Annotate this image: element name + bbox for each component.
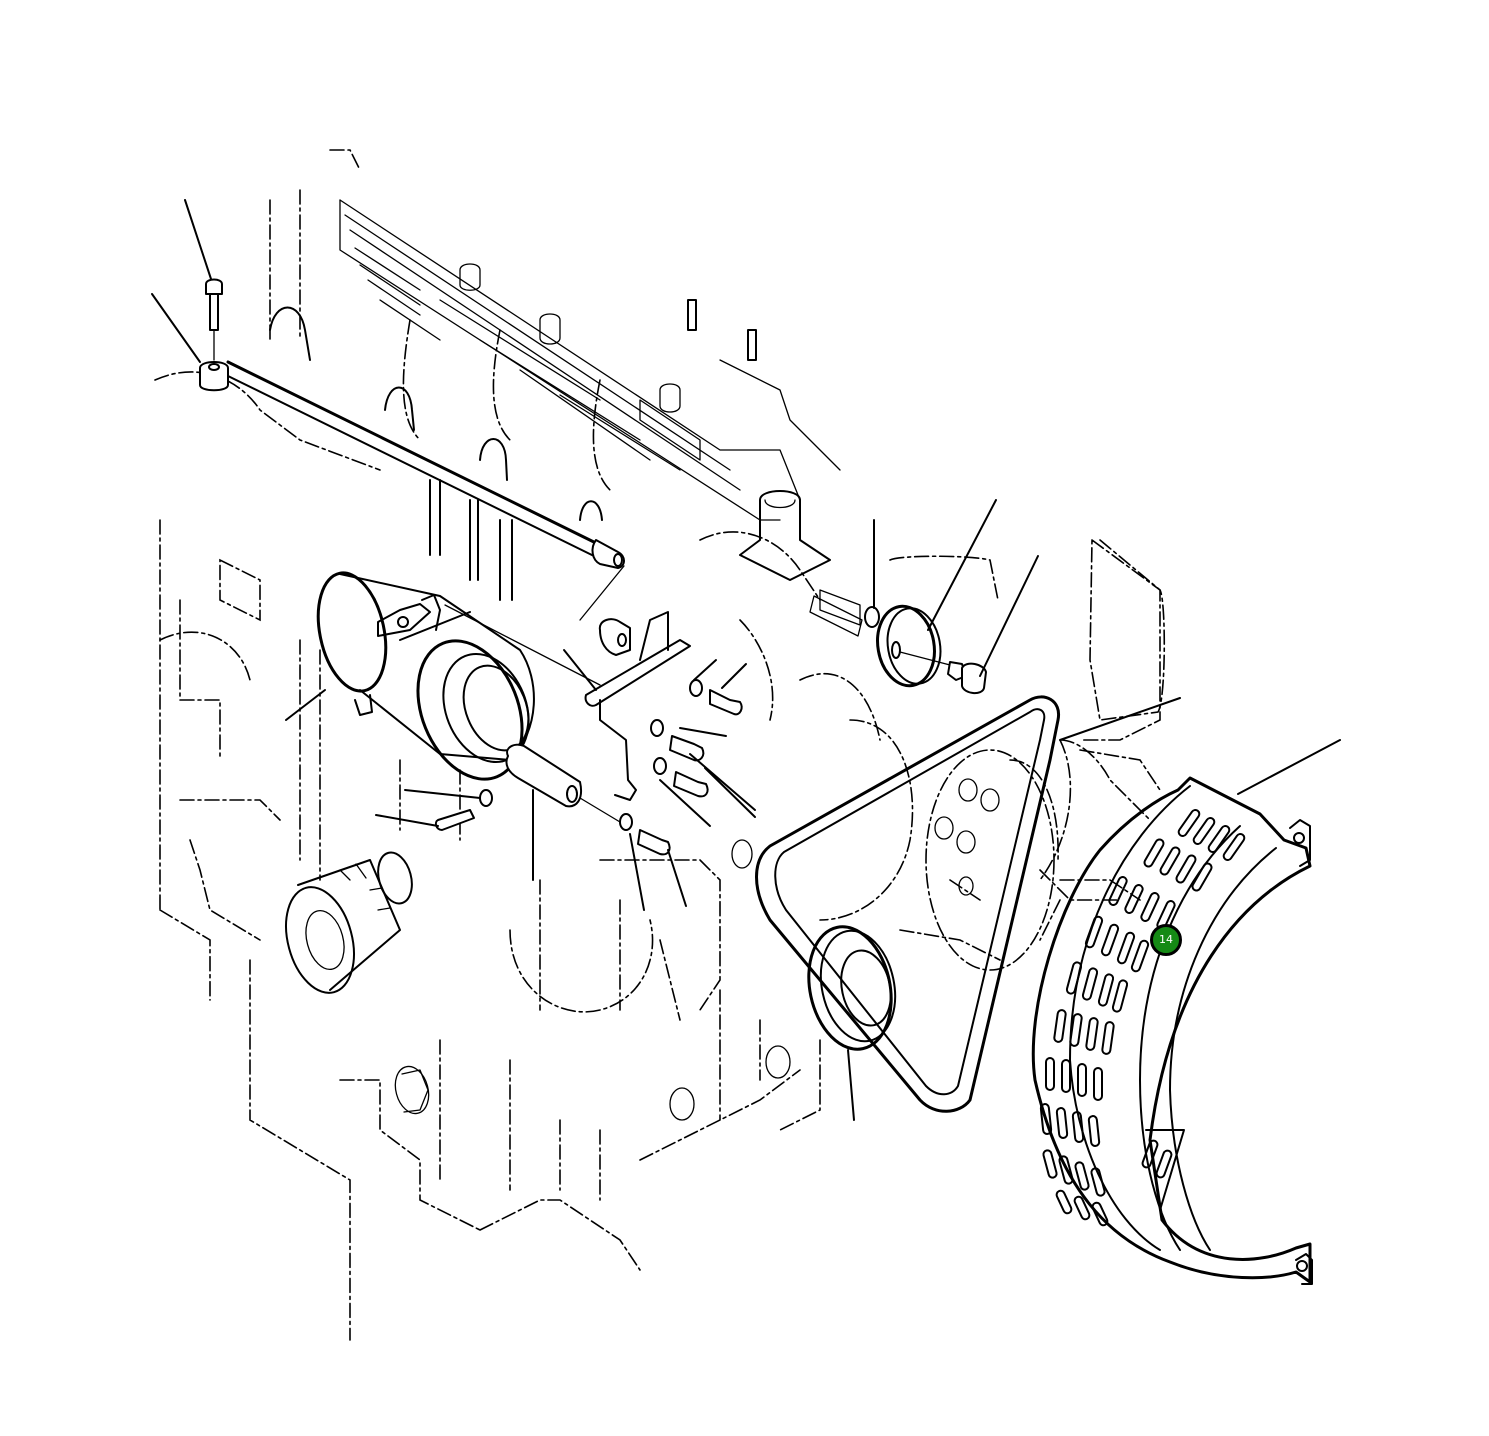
engine-block [154, 149, 1161, 1341]
idler-pulley [809, 499, 1039, 694]
oil-filter [285, 851, 413, 994]
thermostat-housing [739, 490, 861, 626]
leader-line [689, 753, 756, 811]
cylinder-head-cover [339, 199, 841, 521]
leader-line [721, 663, 747, 689]
leader-line [679, 727, 727, 737]
injector-lines [269, 306, 603, 601]
leader-line [629, 833, 645, 911]
mounting-bolts [375, 659, 756, 911]
leader-line [927, 499, 997, 631]
leader-line [704, 767, 756, 818]
leader-line [1059, 697, 1181, 741]
leader-line [404, 789, 481, 799]
leader-line [184, 199, 213, 283]
leader-line [375, 814, 439, 827]
callout-badge-14[interactable]: 14 [1150, 924, 1182, 956]
alternator [285, 571, 601, 781]
leader-line [693, 659, 717, 681]
leader-line [151, 293, 201, 363]
fan-shroud [1031, 739, 1341, 1285]
leader-line [979, 555, 1039, 677]
leader-line [847, 1049, 855, 1121]
lower-bolts [394, 839, 791, 1121]
leader-line [659, 779, 711, 827]
leader-line [667, 849, 687, 907]
leader-line [1237, 739, 1341, 795]
alternator-spacer [505, 743, 621, 881]
crank-pulley [807, 749, 1055, 1121]
tension-rod-assembly [151, 199, 625, 621]
shroud-ventilation-slots [1039, 808, 1246, 1227]
fan-blades [889, 538, 1166, 901]
leader-line [285, 689, 326, 721]
alternator-bracket [563, 611, 691, 801]
fan-belt [755, 695, 1181, 1113]
alignment-line [444, 604, 601, 686]
